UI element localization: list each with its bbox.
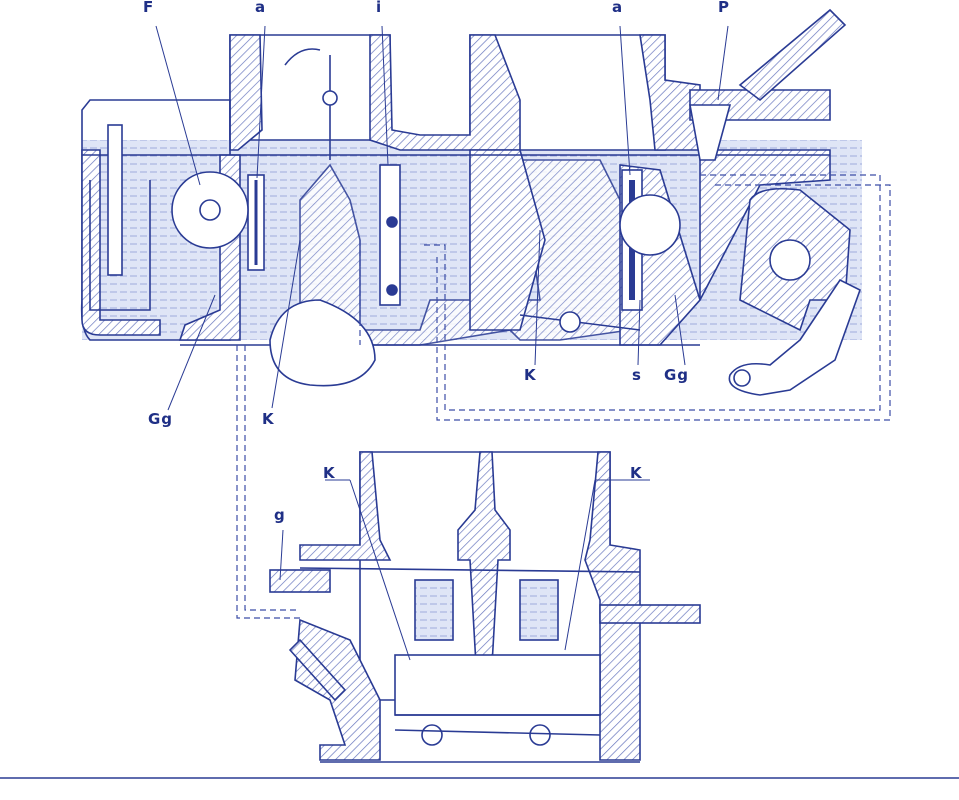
label-a-right: a <box>612 0 624 16</box>
label-K-mid-left: K <box>262 410 275 428</box>
label-g: g <box>274 506 286 524</box>
label-Gg-left: Gg <box>148 410 174 428</box>
label-P: P <box>718 0 730 16</box>
leader-lines <box>155 25 729 661</box>
label-Gg-right: Gg <box>664 366 690 384</box>
upper-carburetor-body <box>80 8 862 396</box>
label-a-left: a <box>255 0 267 16</box>
label-F: F <box>143 0 155 16</box>
label-i: i <box>376 0 383 16</box>
dashed-passages <box>236 174 891 619</box>
lower-carburetor-body <box>269 451 701 763</box>
label-K-lower-right: K <box>630 464 643 482</box>
label-s: s <box>632 366 642 384</box>
label-K-lower-left: K <box>323 464 336 482</box>
label-K-mid-right: K <box>524 366 537 384</box>
